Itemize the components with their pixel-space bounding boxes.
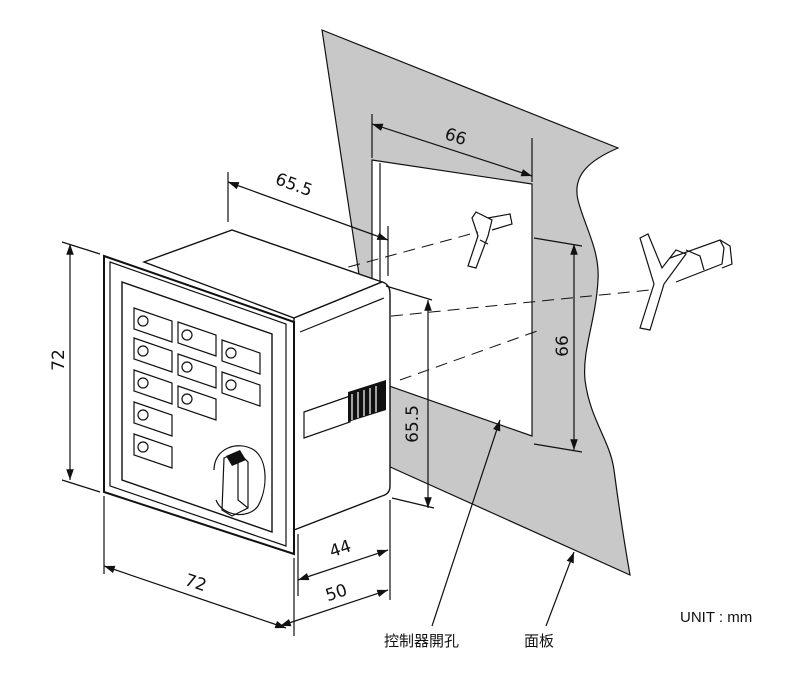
dim-cutout-width	[371, 114, 533, 182]
dim-total-depth-label: 50	[323, 580, 350, 606]
dim-front-width-label: 72	[182, 570, 209, 596]
dim-front-height-label: 72	[49, 349, 69, 371]
assembly-line-low	[399, 329, 541, 381]
dim-protrusion-label: 65.5	[273, 169, 315, 201]
dim-cutout-height	[533, 237, 583, 453]
leader-cutout	[431, 419, 501, 627]
lamp-3-2	[221, 371, 261, 407]
bezel-inner	[109, 261, 287, 547]
lamp-3-1	[221, 339, 261, 375]
bracket-inside	[467, 211, 513, 269]
side-clip	[303, 380, 386, 439]
indicator-lamps	[133, 307, 261, 469]
dim-body-height-label: 65.5	[403, 405, 423, 443]
dim-body-height	[385, 285, 435, 509]
dim-protrusion	[227, 172, 389, 276]
housing-groove	[299, 297, 385, 333]
housing-side	[293, 281, 391, 532]
lamp-2-1	[177, 321, 217, 357]
lamp-2-3	[177, 385, 217, 421]
lamp-2-2	[177, 353, 217, 389]
lamp-1-5	[133, 433, 173, 469]
unit-label: UNIT : mm	[680, 609, 752, 626]
lamp-1-3	[133, 369, 173, 405]
dim-front-height	[61, 241, 101, 493]
label-cutout: 控制器開孔	[384, 632, 459, 650]
lamp-1-4	[133, 401, 173, 437]
dim-total-depth	[279, 589, 389, 627]
label-panel: 面板	[524, 632, 554, 650]
lamp-1-2	[133, 337, 173, 373]
bracket-outside	[639, 233, 733, 331]
leader-panel	[545, 551, 575, 627]
dim-body-depth-label: 44	[327, 536, 354, 562]
assembly-line-top	[329, 231, 479, 273]
rotary-switch	[213, 445, 266, 517]
dim-body-depth	[297, 500, 391, 600]
assembly-line-mid	[371, 289, 651, 319]
dim-cutout-height-label: 66	[553, 335, 573, 357]
lamp-1-1	[133, 307, 173, 343]
